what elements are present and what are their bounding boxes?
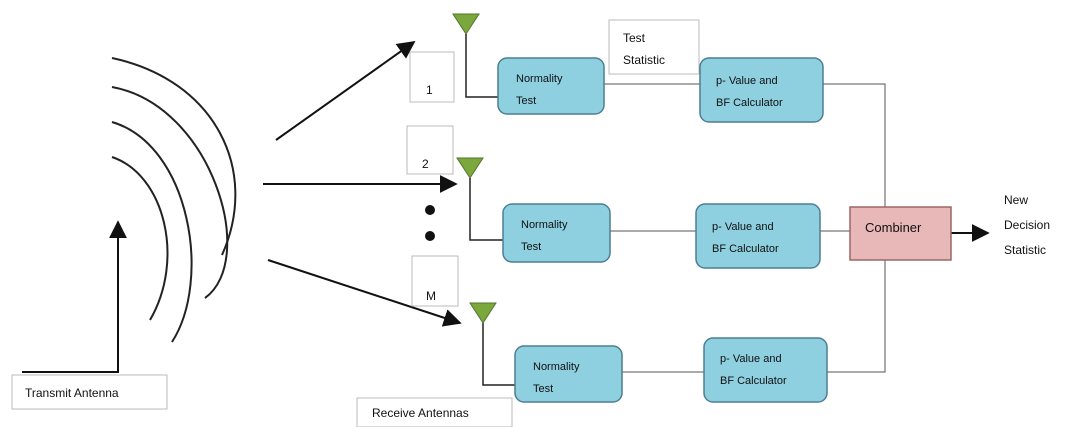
antenna-m-box	[411, 255, 459, 307]
svg-text:p- Value and: p- Value and	[712, 221, 774, 233]
svg-text:BF Calculator: BF Calculator	[716, 97, 783, 109]
pvalue-block-3[interactable]: p- Value and BF Calculator	[703, 337, 828, 403]
svg-text:Normality: Normality	[516, 73, 563, 85]
svg-text:BF Calculator: BF Calculator	[720, 375, 787, 387]
svg-text:Test: Test	[533, 383, 553, 395]
wave-arc-1	[111, 156, 169, 321]
svg-text:Normality: Normality	[521, 219, 568, 231]
receive-antennas-label: Receive Antennas	[372, 406, 469, 420]
wave-arc-3	[111, 86, 229, 299]
antenna-1-label: 1	[426, 83, 433, 97]
test-statistic-box	[608, 19, 700, 75]
radiation-waves	[111, 57, 237, 343]
antenna-1-box	[409, 51, 455, 103]
row1-to-combiner	[823, 83, 886, 207]
pvalue-block-1[interactable]: p- Value and BF Calculator	[699, 57, 824, 123]
antenna-2-box	[406, 125, 454, 175]
svg-text:Test: Test	[521, 241, 541, 253]
svg-text:Combiner: Combiner	[865, 220, 922, 235]
receive-antenna-2	[456, 157, 503, 241]
svg-text:p- Value and: p- Value and	[716, 75, 778, 87]
signal-arrow-3	[267, 259, 462, 327]
ellipsis-dot-1	[425, 205, 435, 215]
svg-text:BF Calculator: BF Calculator	[712, 243, 779, 255]
svg-text:p- Value and: p- Value and	[720, 353, 782, 365]
antenna-triangle-icon	[456, 157, 484, 179]
row3-to-combiner	[827, 260, 886, 373]
output-label-line1: New	[1004, 193, 1028, 207]
output-label-line2: Decision	[1004, 218, 1050, 232]
wave-arc-2	[111, 121, 193, 343]
antenna-triangle-icon	[452, 13, 480, 35]
ellipsis-dot-2	[425, 231, 435, 241]
receive-antenna-1	[452, 13, 498, 98]
label-boxes	[11, 19, 700, 427]
transmit-antenna-label: Transmit Antenna	[25, 386, 119, 400]
combiner-block[interactable]: Combiner	[849, 206, 952, 261]
receive-antennas-box	[356, 397, 513, 427]
svg-text:Normality: Normality	[533, 361, 580, 373]
normality-block-2[interactable]: Normality Test	[502, 203, 611, 263]
antenna-triangle-icon	[469, 302, 497, 324]
pvalue-block-2[interactable]: p- Value and BF Calculator	[695, 203, 821, 269]
signal-arrow-1	[275, 40, 416, 141]
antenna-m-label: M	[426, 289, 436, 303]
normality-block-3[interactable]: Normality Test	[514, 345, 623, 403]
connection-lines	[604, 83, 886, 373]
transmit-feed-line	[22, 220, 127, 373]
wave-arc-4	[111, 57, 237, 256]
output-label-line3: Statistic	[1004, 243, 1046, 257]
svg-text:Test: Test	[516, 95, 536, 107]
transmit-antenna-box	[11, 374, 168, 410]
test-statistic-label-line2: Statistic	[623, 53, 665, 67]
normality-block-1[interactable]: Normality Test	[497, 57, 605, 115]
test-statistic-label-line1: Test	[623, 31, 646, 45]
receive-antenna-3	[469, 302, 515, 386]
antenna-2-label: 2	[422, 157, 429, 171]
